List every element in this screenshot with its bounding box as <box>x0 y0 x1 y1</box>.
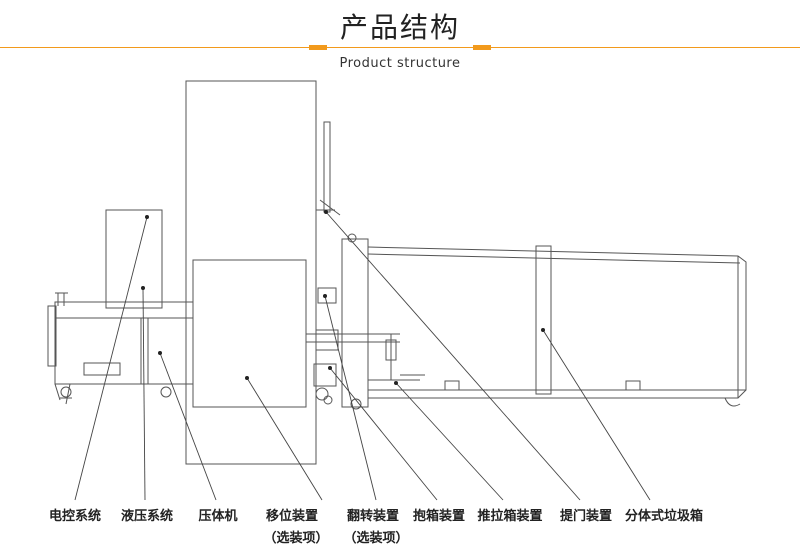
label-door-lift-device: 提门装置 <box>559 509 613 524</box>
label-electric-control: 电控系统 <box>48 509 102 524</box>
page-title: 产品结构 <box>339 11 460 44</box>
label-tipping-device-note: （选装项） <box>343 531 409 546</box>
label-hydraulic: 液压系统 <box>120 509 174 524</box>
header-rule <box>0 47 800 48</box>
tower-panel <box>192 259 307 408</box>
section-header: 产品结构 Product structure <box>0 0 800 80</box>
electric-cabinet <box>105 209 163 309</box>
header-accent-right <box>473 45 491 50</box>
label-tipping-device: 翻转装置 <box>346 509 400 524</box>
label-shift-device: 移位装置 <box>265 509 319 524</box>
door-lift-rib <box>535 245 552 395</box>
label-shift-device-note: （选装项） <box>263 531 329 546</box>
label-split-container: 分体式垃圾箱 <box>624 509 704 524</box>
header-accent-left <box>309 45 327 50</box>
container-body <box>367 246 747 399</box>
label-compressor: 压体机 <box>198 509 238 524</box>
container-front-frame <box>341 238 369 408</box>
page-subtitle: Product structure <box>339 56 461 71</box>
pointer-lines <box>74 211 651 501</box>
label-box-hold-device: 抱箱装置 <box>412 509 466 524</box>
compressor-body <box>54 301 194 385</box>
pointer-dots <box>141 210 545 385</box>
label-box-push-device: 推拉箱装置 <box>477 509 543 524</box>
